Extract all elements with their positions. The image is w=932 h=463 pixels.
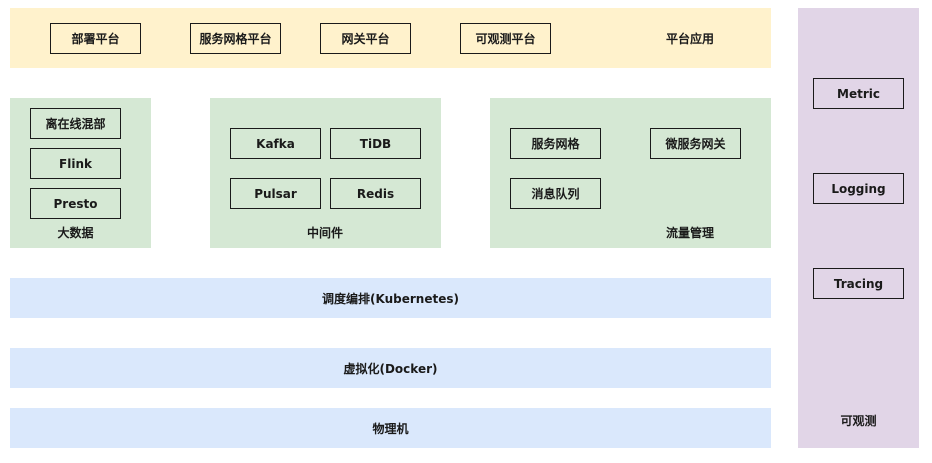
orchestration-layer: 调度编排(Kubernetes) <box>10 278 771 318</box>
middleware-item-kafka: Kafka <box>230 128 321 159</box>
gateway-platform-box: 网关平台 <box>320 23 411 54</box>
bigdata-group <box>10 98 151 248</box>
virtualization-layer: 虚拟化(Docker) <box>10 348 771 388</box>
bigdata-title: 大数据 <box>57 225 94 240</box>
bigdata-item-flink: Flink <box>30 148 121 179</box>
service-mesh-platform-box: 服务网格平台 <box>190 23 281 54</box>
deploy-platform-box: 部署平台 <box>50 23 141 54</box>
traffic-item-service-mesh: 服务网格 <box>510 128 601 159</box>
observability-column <box>798 8 919 448</box>
observability-item-logging: Logging <box>813 173 904 204</box>
observability-item-tracing: Tracing <box>813 268 904 299</box>
middleware-title: 中间件 <box>306 225 343 240</box>
traffic-management-group <box>490 98 771 248</box>
middleware-item-pulsar: Pulsar <box>230 178 321 209</box>
traffic-item-microservice-gateway: 微服务网关 <box>650 128 741 159</box>
observability-item-metric: Metric <box>813 78 904 109</box>
middleware-item-redis: Redis <box>330 178 421 209</box>
middleware-item-tidb: TiDB <box>330 128 421 159</box>
platform-app-band <box>10 8 771 68</box>
observability-title: 可观测 <box>840 413 877 428</box>
bigdata-item-presto: Presto <box>30 188 121 219</box>
bigdata-item-hybrid-deploy: 离在线混部 <box>30 108 121 139</box>
physical-machine-layer: 物理机 <box>10 408 771 448</box>
traffic-management-title: 流量管理 <box>665 225 714 240</box>
traffic-item-message-queue: 消息队列 <box>510 178 601 209</box>
middleware-group <box>210 98 441 248</box>
platform-app-title: 平台应用 <box>665 32 714 46</box>
observability-platform-box: 可观测平台 <box>460 23 551 54</box>
